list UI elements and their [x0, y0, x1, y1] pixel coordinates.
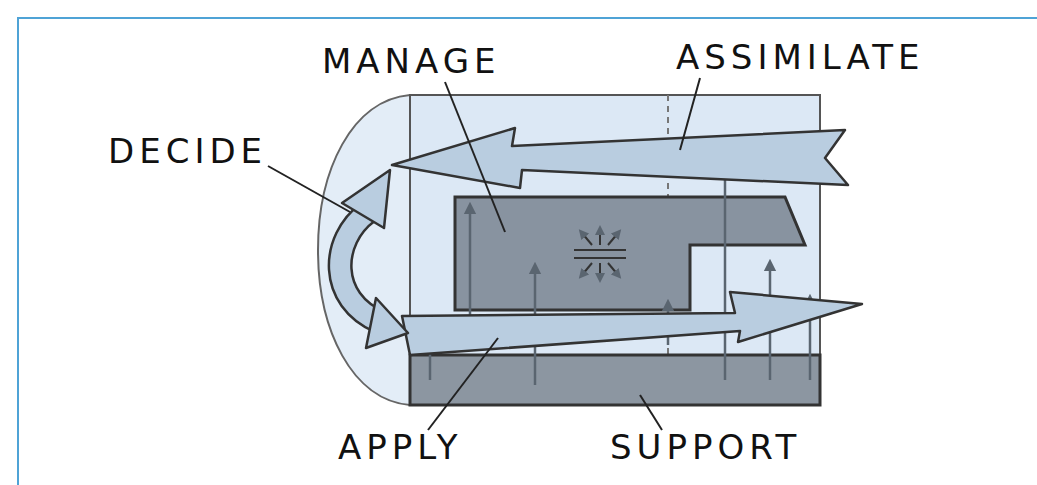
part-label: ASSIMILATE: [676, 40, 924, 74]
exchange-symbol: [574, 230, 626, 278]
rounded-cap: [318, 95, 410, 405]
apply-arrow: [402, 292, 862, 355]
frame-line: [18, 18, 1037, 485]
assimilate-arrow: [392, 128, 848, 188]
part-label: MANAGE: [322, 44, 501, 78]
part-label: DECIDE: [108, 134, 267, 168]
support-band: [410, 355, 820, 405]
part-label: SUPPORT: [610, 430, 801, 464]
part-label: APPLY: [338, 430, 462, 464]
leader-lines: [268, 78, 700, 430]
decide-arrow: [340, 170, 408, 348]
